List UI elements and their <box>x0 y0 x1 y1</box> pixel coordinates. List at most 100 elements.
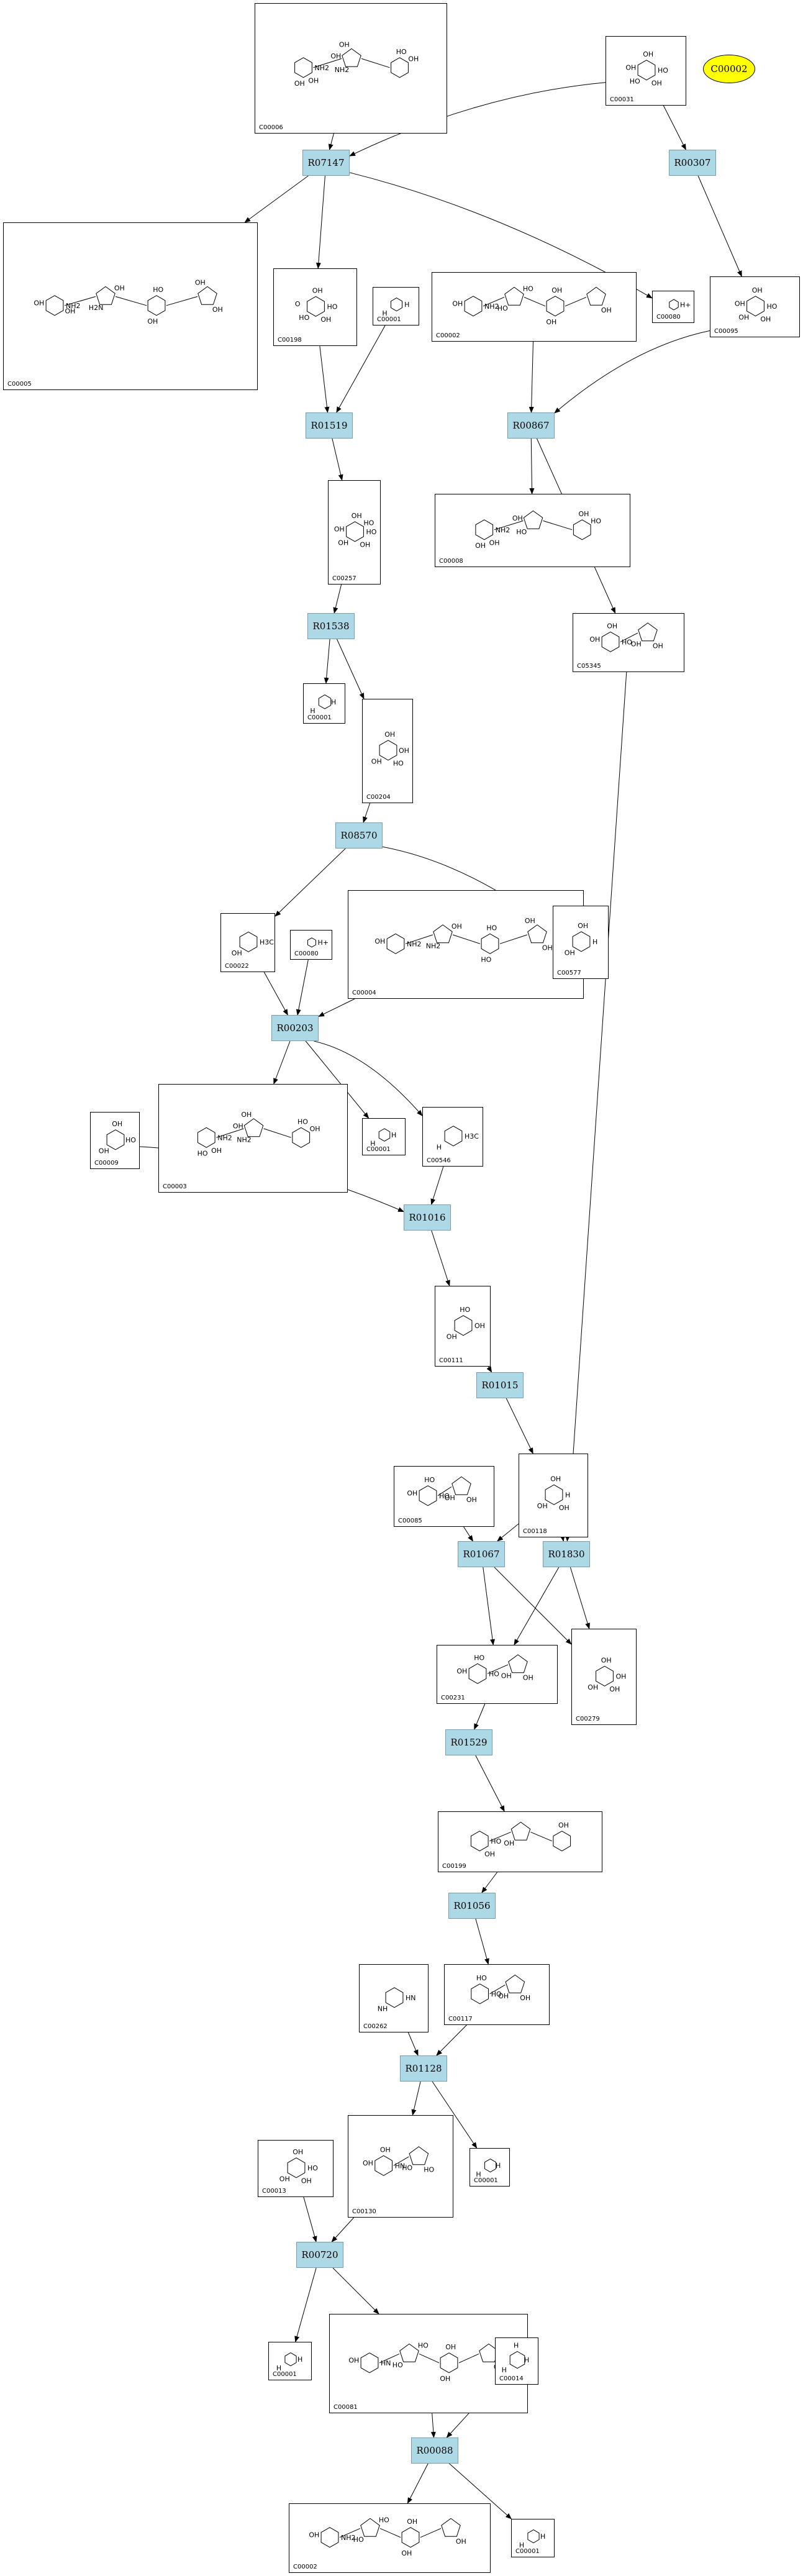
structure-drawing: HH <box>276 2352 302 2372</box>
reaction-R00307[interactable]: R00307 <box>669 150 716 176</box>
ring-bond <box>360 2518 380 2537</box>
ring-bond <box>379 740 397 761</box>
atom-label: OH <box>525 917 535 925</box>
atom-label: H <box>391 1131 396 1139</box>
ring-bond <box>475 519 494 540</box>
chain-bond <box>437 1486 452 1496</box>
ring-bond <box>147 295 166 316</box>
atom-label: HN <box>406 1994 416 2002</box>
atom-label: OH <box>625 63 636 71</box>
reaction-R01015[interactable]: R01015 <box>476 1372 524 1398</box>
reaction-R01056[interactable]: R01056 <box>448 1893 496 1919</box>
reaction-R00867[interactable]: R00867 <box>507 412 555 439</box>
atom-label: H3C <box>260 938 274 946</box>
reaction-R01519[interactable]: R01519 <box>306 412 353 439</box>
compound-id-label: C00013 <box>262 2188 286 2195</box>
atom-label: OH <box>65 307 76 316</box>
edge-R01067-to-c00279 <box>494 1567 572 1645</box>
ring-bond <box>360 2352 379 2373</box>
compound-id-label: C00117 <box>448 2016 473 2023</box>
ring-bond <box>390 298 403 312</box>
reaction-R07147[interactable]: R07147 <box>302 150 350 176</box>
atom-label: OH <box>760 315 771 323</box>
reaction-R01016[interactable]: R01016 <box>404 1204 451 1231</box>
reaction-R08570[interactable]: R08570 <box>335 822 383 849</box>
atom-label: HO <box>424 2166 434 2174</box>
compound-id-label: C00001 <box>307 714 332 721</box>
reaction-R00720[interactable]: R00720 <box>296 2242 343 2268</box>
structure-drawing: H+ <box>669 299 691 311</box>
compound-c00080[interactable]: H+C00080 <box>652 291 694 323</box>
edge-c00001_a-to-R01519 <box>336 325 386 413</box>
compound-c00080[interactable]: H+C00080 <box>290 930 332 960</box>
edge-R01529-to-c00199 <box>475 1755 505 1812</box>
reaction-R00203[interactable]: R00203 <box>271 1015 319 1041</box>
highlight-compound[interactable]: C00002 <box>703 55 755 83</box>
compound-c00081[interactable]: HNHOOHOHOHHOOHC00081 <box>329 2314 528 2413</box>
edge-c00004-to-R00203 <box>318 998 355 1017</box>
ring-bond <box>307 296 325 317</box>
atom-label: OH <box>504 1839 514 1847</box>
reaction-R01830[interactable]: R01830 <box>543 1541 590 1567</box>
reaction-R01529[interactable]: R01529 <box>445 1729 492 1755</box>
atom-label: OH <box>114 284 125 292</box>
ring-bond <box>504 286 524 306</box>
structure-drawing: HHH <box>502 2342 530 2375</box>
ring-bond <box>586 286 606 306</box>
atom-label: OH <box>456 1667 467 1675</box>
chain-bond <box>489 1984 506 1995</box>
edge-c00002_a-to-R00867 <box>529 341 534 413</box>
atom-label: H <box>540 2533 545 2541</box>
reaction-R01538[interactable]: R01538 <box>307 613 355 639</box>
ring-bond <box>239 931 258 952</box>
reaction-R01128[interactable]: R01128 <box>400 2055 447 2082</box>
atom-label: H <box>565 1491 570 1499</box>
ring-bond <box>346 521 364 542</box>
edge-R00203-to-c00003 <box>273 1040 291 1085</box>
ring-bond <box>471 1983 489 2005</box>
atom-label: H <box>592 938 597 946</box>
chain-bond <box>494 520 524 530</box>
reaction-R00088[interactable]: R00088 <box>411 2437 458 2464</box>
ring-bond <box>440 2352 458 2373</box>
compound-id-label: C00577 <box>557 970 581 976</box>
reaction-R01067[interactable]: R01067 <box>458 1541 505 1567</box>
